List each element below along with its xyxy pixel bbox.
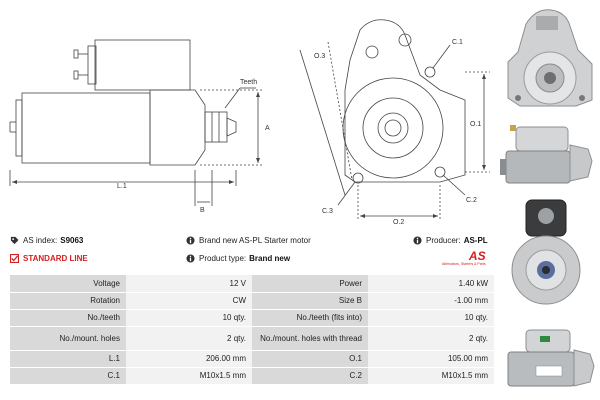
standard-line-label: STANDARD LINE — [23, 254, 88, 263]
info-icon — [413, 236, 422, 245]
photo-rear-view[interactable] — [496, 322, 600, 396]
spec-value: CW — [126, 292, 252, 310]
label-c3: C.3 — [322, 208, 333, 215]
label-b: B — [200, 207, 205, 214]
product-info: AS index: S9063 Brand new AS-PL Starter … — [10, 234, 490, 270]
tag-icon — [10, 236, 19, 245]
photo-front-view[interactable] — [496, 2, 600, 110]
spec-label: C.2 — [252, 367, 368, 385]
as-logo-text: AS — [468, 249, 486, 263]
front-view — [299, 19, 490, 220]
spec-value: 105.00 mm — [368, 350, 494, 368]
as-index: AS index: S9063 — [10, 236, 83, 245]
spec-value: M10x1.5 mm — [126, 367, 252, 385]
spec-label: Power — [252, 275, 368, 293]
checkbox-checked-icon — [10, 254, 19, 263]
dimension-arrows — [12, 92, 260, 184]
spec-label: No./teeth (fits into) — [252, 309, 368, 327]
spec-value: -1.00 mm — [368, 292, 494, 310]
label-teeth: Teeth — [240, 79, 257, 86]
label-o3: O.3 — [314, 53, 325, 60]
spec-label: No./mount. holes — [10, 326, 126, 351]
brand-text: Brand new AS-PL Starter motor — [199, 236, 311, 245]
info-icon — [186, 236, 195, 245]
producer-value: AS-PL — [463, 236, 488, 245]
label-a: A — [265, 125, 270, 132]
as-logo: AS Alternators, Starters & Parts — [442, 250, 486, 267]
spec-label: L.1 — [10, 350, 126, 368]
spec-value: 206.00 mm — [126, 350, 252, 368]
spec-label: Voltage — [10, 275, 126, 293]
side-view — [9, 39, 262, 206]
label-c2: C.2 — [466, 197, 477, 204]
label-o1: O.1 — [470, 121, 481, 128]
photo-angle-view[interactable] — [496, 196, 600, 306]
label-l1: L.1 — [117, 183, 127, 190]
spec-label: O.1 — [252, 350, 368, 368]
product-type-label: Product type: — [199, 254, 247, 263]
photo-side-view[interactable] — [496, 115, 600, 190]
spec-value: 10 qty. — [368, 309, 494, 327]
spec-value: 1.40 kW — [368, 275, 494, 293]
as-logo-sub: Alternators, Starters & Parts — [442, 262, 486, 266]
info-icon — [186, 254, 195, 263]
spec-label: C.1 — [10, 367, 126, 385]
technical-drawing: Teeth A L.1 B O.3 C.1 O.1 — [9, 19, 490, 226]
producer-label: Producer: — [426, 236, 461, 245]
front-dimension-arrows — [360, 74, 486, 218]
spec-value: 10 qty. — [126, 309, 252, 327]
as-index-label: AS index: — [23, 236, 58, 245]
producer: Producer: AS-PL — [413, 236, 488, 245]
brand-info: Brand new AS-PL Starter motor — [186, 236, 314, 245]
product-type-value: Brand new — [249, 254, 291, 263]
spec-label: Rotation — [10, 292, 126, 310]
standard-line: STANDARD LINE — [10, 254, 88, 263]
product-photos — [496, 0, 600, 400]
spec-label: No./mount. holes with thread — [252, 326, 368, 351]
product-type: Product type: Brand new — [186, 254, 290, 263]
as-index-value: S9063 — [60, 236, 84, 245]
spec-value: M10x1.5 mm — [368, 367, 494, 385]
label-c1: C.1 — [452, 39, 463, 46]
spec-value: 12 V — [126, 275, 252, 293]
spec-value: 2 qty. — [368, 326, 494, 351]
spec-value: 2 qty. — [126, 326, 252, 351]
spec-label: No./teeth — [10, 309, 126, 327]
label-o2: O.2 — [393, 219, 404, 226]
spec-label: Size B — [252, 292, 368, 310]
